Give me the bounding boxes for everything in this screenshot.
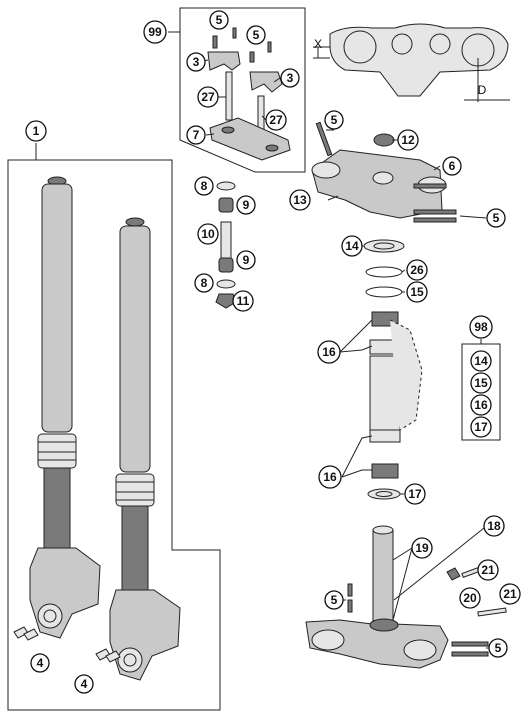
left-fork-leg (13, 176, 101, 641)
kit-98-item-2: 15 (470, 372, 492, 394)
svg-text:4: 4 (81, 677, 88, 691)
callout-9a: 9 (236, 195, 256, 215)
svg-text:14: 14 (345, 239, 359, 253)
callout-21b: 21 (499, 583, 521, 605)
svg-text:5: 5 (495, 641, 502, 655)
callout-5b: 5 (246, 25, 266, 45)
svg-text:9: 9 (243, 198, 250, 212)
svg-text:17: 17 (474, 420, 488, 434)
svg-text:4: 4 (37, 656, 44, 670)
svg-text:20: 20 (463, 591, 477, 605)
callout-5a: 5 (209, 10, 229, 30)
svg-text:12: 12 (401, 133, 415, 147)
svg-text:10: 10 (201, 227, 215, 241)
svg-text:26: 26 (410, 263, 424, 277)
callout-3a: 3 (186, 52, 206, 72)
callout-5d: 5 (486, 208, 506, 228)
callout-21a: 21 (477, 559, 499, 581)
callout-99: 99 (143, 20, 167, 44)
svg-text:98: 98 (474, 320, 488, 334)
svg-text:21: 21 (481, 563, 495, 577)
callout-98: 98 (469, 315, 493, 339)
fork-group-box (7, 143, 221, 711)
callout-18: 18 (483, 515, 505, 537)
callout-8b: 8 (194, 273, 214, 293)
svg-text:8: 8 (201, 276, 208, 290)
callout-20: 20 (459, 587, 481, 609)
svg-text:99: 99 (148, 25, 162, 39)
svg-text:27: 27 (201, 90, 215, 104)
callout-4b: 4 (74, 674, 94, 694)
svg-text:3: 3 (287, 71, 294, 85)
callout-14: 14 (341, 235, 363, 257)
callout-13: 13 (289, 189, 311, 211)
svg-text:14: 14 (474, 354, 488, 368)
svg-text:18: 18 (487, 519, 501, 533)
callout-1: 1 (25, 120, 47, 142)
right-fork-leg (95, 217, 181, 681)
callout-5f: 5 (488, 638, 508, 658)
callout-19: 19 (411, 537, 433, 559)
handlebar-clamp-parts (207, 27, 291, 161)
callout-16a: 16 (317, 340, 341, 364)
small-parts-column (215, 181, 237, 309)
svg-text:16: 16 (323, 470, 337, 484)
svg-text:5: 5 (331, 593, 338, 607)
callout-11: 11 (232, 290, 254, 312)
svg-text:17: 17 (408, 487, 422, 501)
callout-4a: 4 (30, 653, 50, 673)
svg-text:16: 16 (474, 398, 488, 412)
callout-26: 26 (406, 259, 428, 281)
svg-text:6: 6 (449, 159, 456, 173)
callout-12: 12 (397, 129, 419, 151)
upper-triple-clamp (311, 121, 457, 223)
dimension-x-label: X (314, 37, 322, 51)
callout-5e: 5 (324, 590, 344, 610)
svg-text:21: 21 (503, 587, 517, 601)
svg-text:9: 9 (243, 253, 250, 267)
callout-7: 7 (186, 125, 206, 145)
kit-98-item-1: 14 (470, 350, 492, 372)
callout-3b: 3 (280, 68, 300, 88)
dimension-d-label: D (478, 83, 487, 97)
callout-16b: 16 (318, 465, 342, 489)
kit-98-item-3: 16 (470, 394, 492, 416)
svg-text:7: 7 (193, 128, 200, 142)
svg-text:27: 27 (269, 113, 283, 127)
svg-text:5: 5 (331, 113, 338, 127)
svg-text:13: 13 (293, 193, 307, 207)
svg-text:5: 5 (493, 211, 500, 225)
kit-98-box (461, 339, 501, 441)
kit-99-box (168, 7, 306, 173)
kit-98-item-4: 17 (470, 416, 492, 438)
svg-text:5: 5 (216, 13, 223, 27)
svg-text:1: 1 (33, 124, 40, 138)
lower-triple-clamp (305, 525, 507, 669)
svg-text:8: 8 (201, 179, 208, 193)
svg-text:15: 15 (474, 376, 488, 390)
svg-text:5: 5 (253, 28, 260, 42)
callout-10: 10 (197, 223, 219, 245)
callout-27b: 27 (265, 109, 287, 131)
svg-text:11: 11 (237, 294, 250, 308)
svg-text:19: 19 (415, 541, 429, 555)
callout-5c: 5 (324, 110, 344, 130)
svg-text:16: 16 (322, 345, 336, 359)
callout-8a: 8 (194, 176, 214, 196)
callout-9b: 9 (236, 250, 256, 270)
svg-text:3: 3 (193, 55, 200, 69)
svg-text:15: 15 (410, 285, 424, 299)
callout-17: 17 (404, 483, 426, 505)
callout-15: 15 (406, 281, 428, 303)
callout-6: 6 (442, 156, 462, 176)
callout-27a: 27 (197, 86, 219, 108)
steering-stack (363, 239, 423, 500)
top-clamp-top-view: X D (313, 23, 510, 102)
